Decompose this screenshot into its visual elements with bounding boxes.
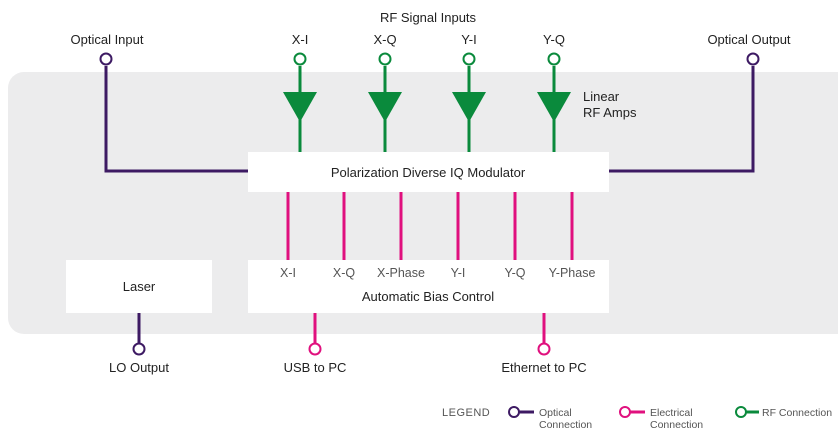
bias-port-label: X-Q <box>333 266 356 280</box>
rf-amp-triangle <box>368 92 402 122</box>
legend-electrical-swatch <box>619 406 631 418</box>
legend-optical-line1: Optical <box>539 407 572 419</box>
bias-lines <box>286 192 574 260</box>
rf-input-label: Y-I <box>461 32 476 47</box>
legend-title: LEGEND <box>442 407 490 419</box>
linear-rf-amps-label-line1: Linear <box>583 89 620 104</box>
optical-input-label: Optical Input <box>71 32 144 47</box>
rf-input-port <box>547 52 561 66</box>
optical-input-line <box>104 66 248 173</box>
laser-label: Laser <box>123 279 156 294</box>
rf-input-label: Y-Q <box>543 32 565 47</box>
rf-input-y-q: Y-Q <box>537 32 571 152</box>
bias-port-label: Y-I <box>451 266 466 280</box>
bias-port-label: X-I <box>280 266 296 280</box>
legend: LEGEND Optical Connection Electrical Con… <box>442 406 832 431</box>
legend-electrical-line2: Connection <box>650 419 703 431</box>
rf-input-port <box>462 52 476 66</box>
rf-input-label: X-I <box>292 32 309 47</box>
optical-output-line <box>609 66 755 173</box>
rf-signal-inputs-label: RF Signal Inputs <box>380 10 477 25</box>
legend-rf-label: RF Connection <box>762 407 832 419</box>
legend-rf-swatch <box>735 406 747 418</box>
rf-input-port <box>293 52 307 66</box>
rf-input-label: X-Q <box>373 32 396 47</box>
bias-control-box <box>248 260 609 313</box>
legend-electrical-line1: Electrical <box>650 407 693 419</box>
rf-input-y-i: Y-I <box>452 32 486 152</box>
lo-output-label: LO Output <box>109 360 169 375</box>
optical-output-label: Optical Output <box>707 32 790 47</box>
optical-output-port <box>746 52 760 66</box>
modulator-label: Polarization Diverse IQ Modulator <box>331 165 526 180</box>
ethernet-to-pc-label: Ethernet to PC <box>501 360 586 375</box>
lo-output-port <box>132 342 146 356</box>
rf-input-port <box>378 52 392 66</box>
modulator-box <box>248 152 609 192</box>
rf-amp-triangle <box>283 92 317 122</box>
rf-input-x-q: X-Q <box>368 32 402 152</box>
optical-input-port <box>99 52 113 66</box>
rf-amp-triangle <box>452 92 486 122</box>
bias-control-label: Automatic Bias Control <box>362 289 494 304</box>
system-panel <box>8 72 838 334</box>
linear-rf-amps-label-line2: RF Amps <box>583 105 637 120</box>
usb-port <box>308 342 322 356</box>
bias-port-label: Y-Q <box>504 266 525 280</box>
bias-port-label: Y-Phase <box>549 266 596 280</box>
rf-amp-triangle <box>537 92 571 122</box>
bias-port-label: X-Phase <box>377 266 425 280</box>
usb-to-pc-label: USB to PC <box>284 360 347 375</box>
ethernet-port <box>537 342 551 356</box>
laser-box <box>66 260 212 313</box>
rf-input-x-i: X-I <box>283 32 317 152</box>
legend-optical-swatch <box>508 406 520 418</box>
legend-optical-line2: Connection <box>539 419 592 431</box>
